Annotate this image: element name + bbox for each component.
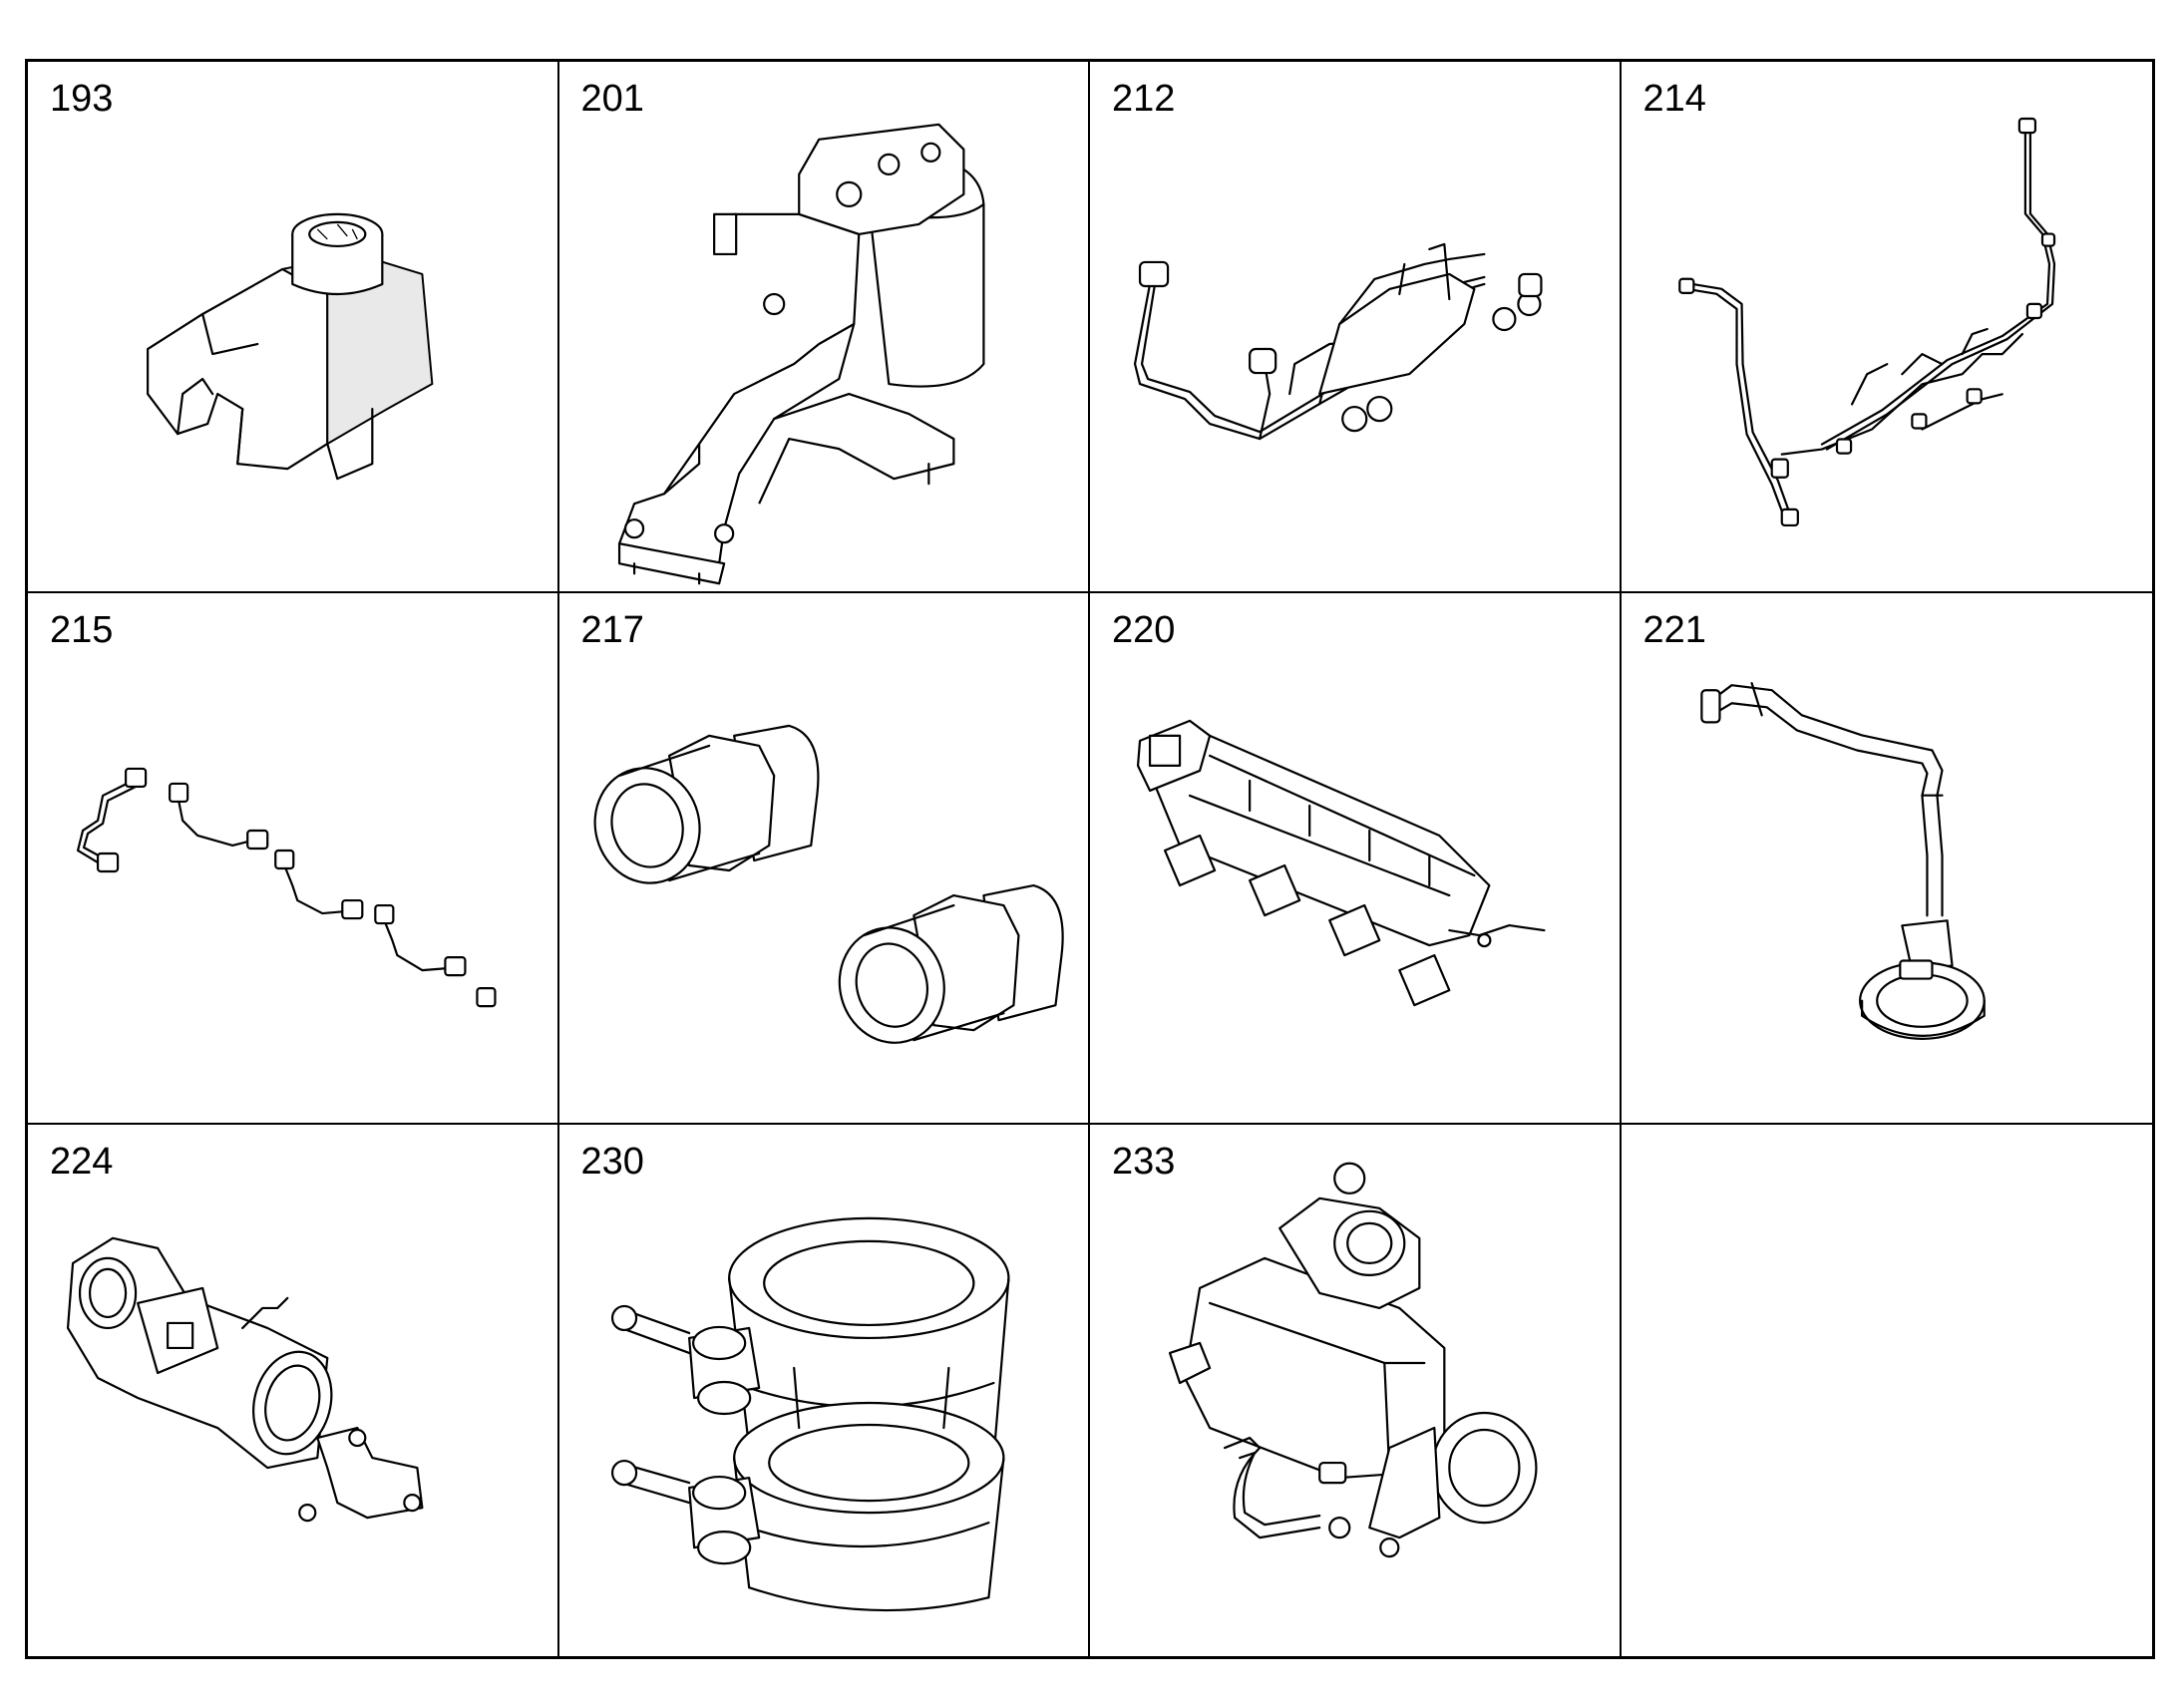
part-number: 217	[580, 609, 644, 651]
part-cell-220[interactable]: 220	[1090, 593, 1622, 1125]
part-number: 214	[1642, 78, 1706, 120]
clamp-pair-icon	[559, 1125, 1089, 1656]
egr-cooler-icon	[1090, 1125, 1620, 1656]
wiring-harness-icon	[1090, 62, 1620, 591]
part-cell-193[interactable]: 193	[28, 62, 559, 593]
part-number: 224	[50, 1141, 114, 1183]
part-cell-215[interactable]: 215	[28, 593, 559, 1125]
part-cell-217[interactable]: 217	[558, 593, 1090, 1125]
part-number: 233	[1112, 1141, 1176, 1183]
parts-grid: 193 201	[25, 59, 2155, 1659]
pipe-fittings-icon	[559, 593, 1089, 1123]
coolant-hose-icon	[1622, 593, 2153, 1123]
injector-lines-icon	[28, 593, 557, 1123]
intake-manifold-icon	[1090, 593, 1620, 1123]
part-number: 193	[50, 78, 114, 120]
part-number: 220	[1112, 609, 1176, 651]
empty-cell	[1621, 1125, 2152, 1656]
part-number: 212	[1112, 78, 1176, 120]
part-number: 201	[580, 78, 644, 120]
part-cell-201[interactable]: 201	[558, 62, 1090, 593]
filter-bracket-icon	[559, 62, 1089, 591]
part-cell-230[interactable]: 230	[558, 1125, 1090, 1656]
wiring-harness-long-icon	[1622, 62, 2153, 591]
part-cell-221[interactable]: 221	[1621, 593, 2153, 1125]
part-number: 230	[580, 1141, 644, 1183]
part-cell-212[interactable]: 212	[1090, 62, 1622, 593]
part-number: 215	[50, 609, 114, 651]
part-cell-224[interactable]: 224	[28, 1125, 559, 1656]
part-cell-214[interactable]: 214	[1621, 62, 2153, 593]
throttle-body-icon	[28, 1125, 557, 1656]
part-cell-233[interactable]: 233	[1090, 1125, 1622, 1656]
shift-fork-icon	[28, 62, 557, 591]
part-number: 221	[1642, 609, 1706, 651]
